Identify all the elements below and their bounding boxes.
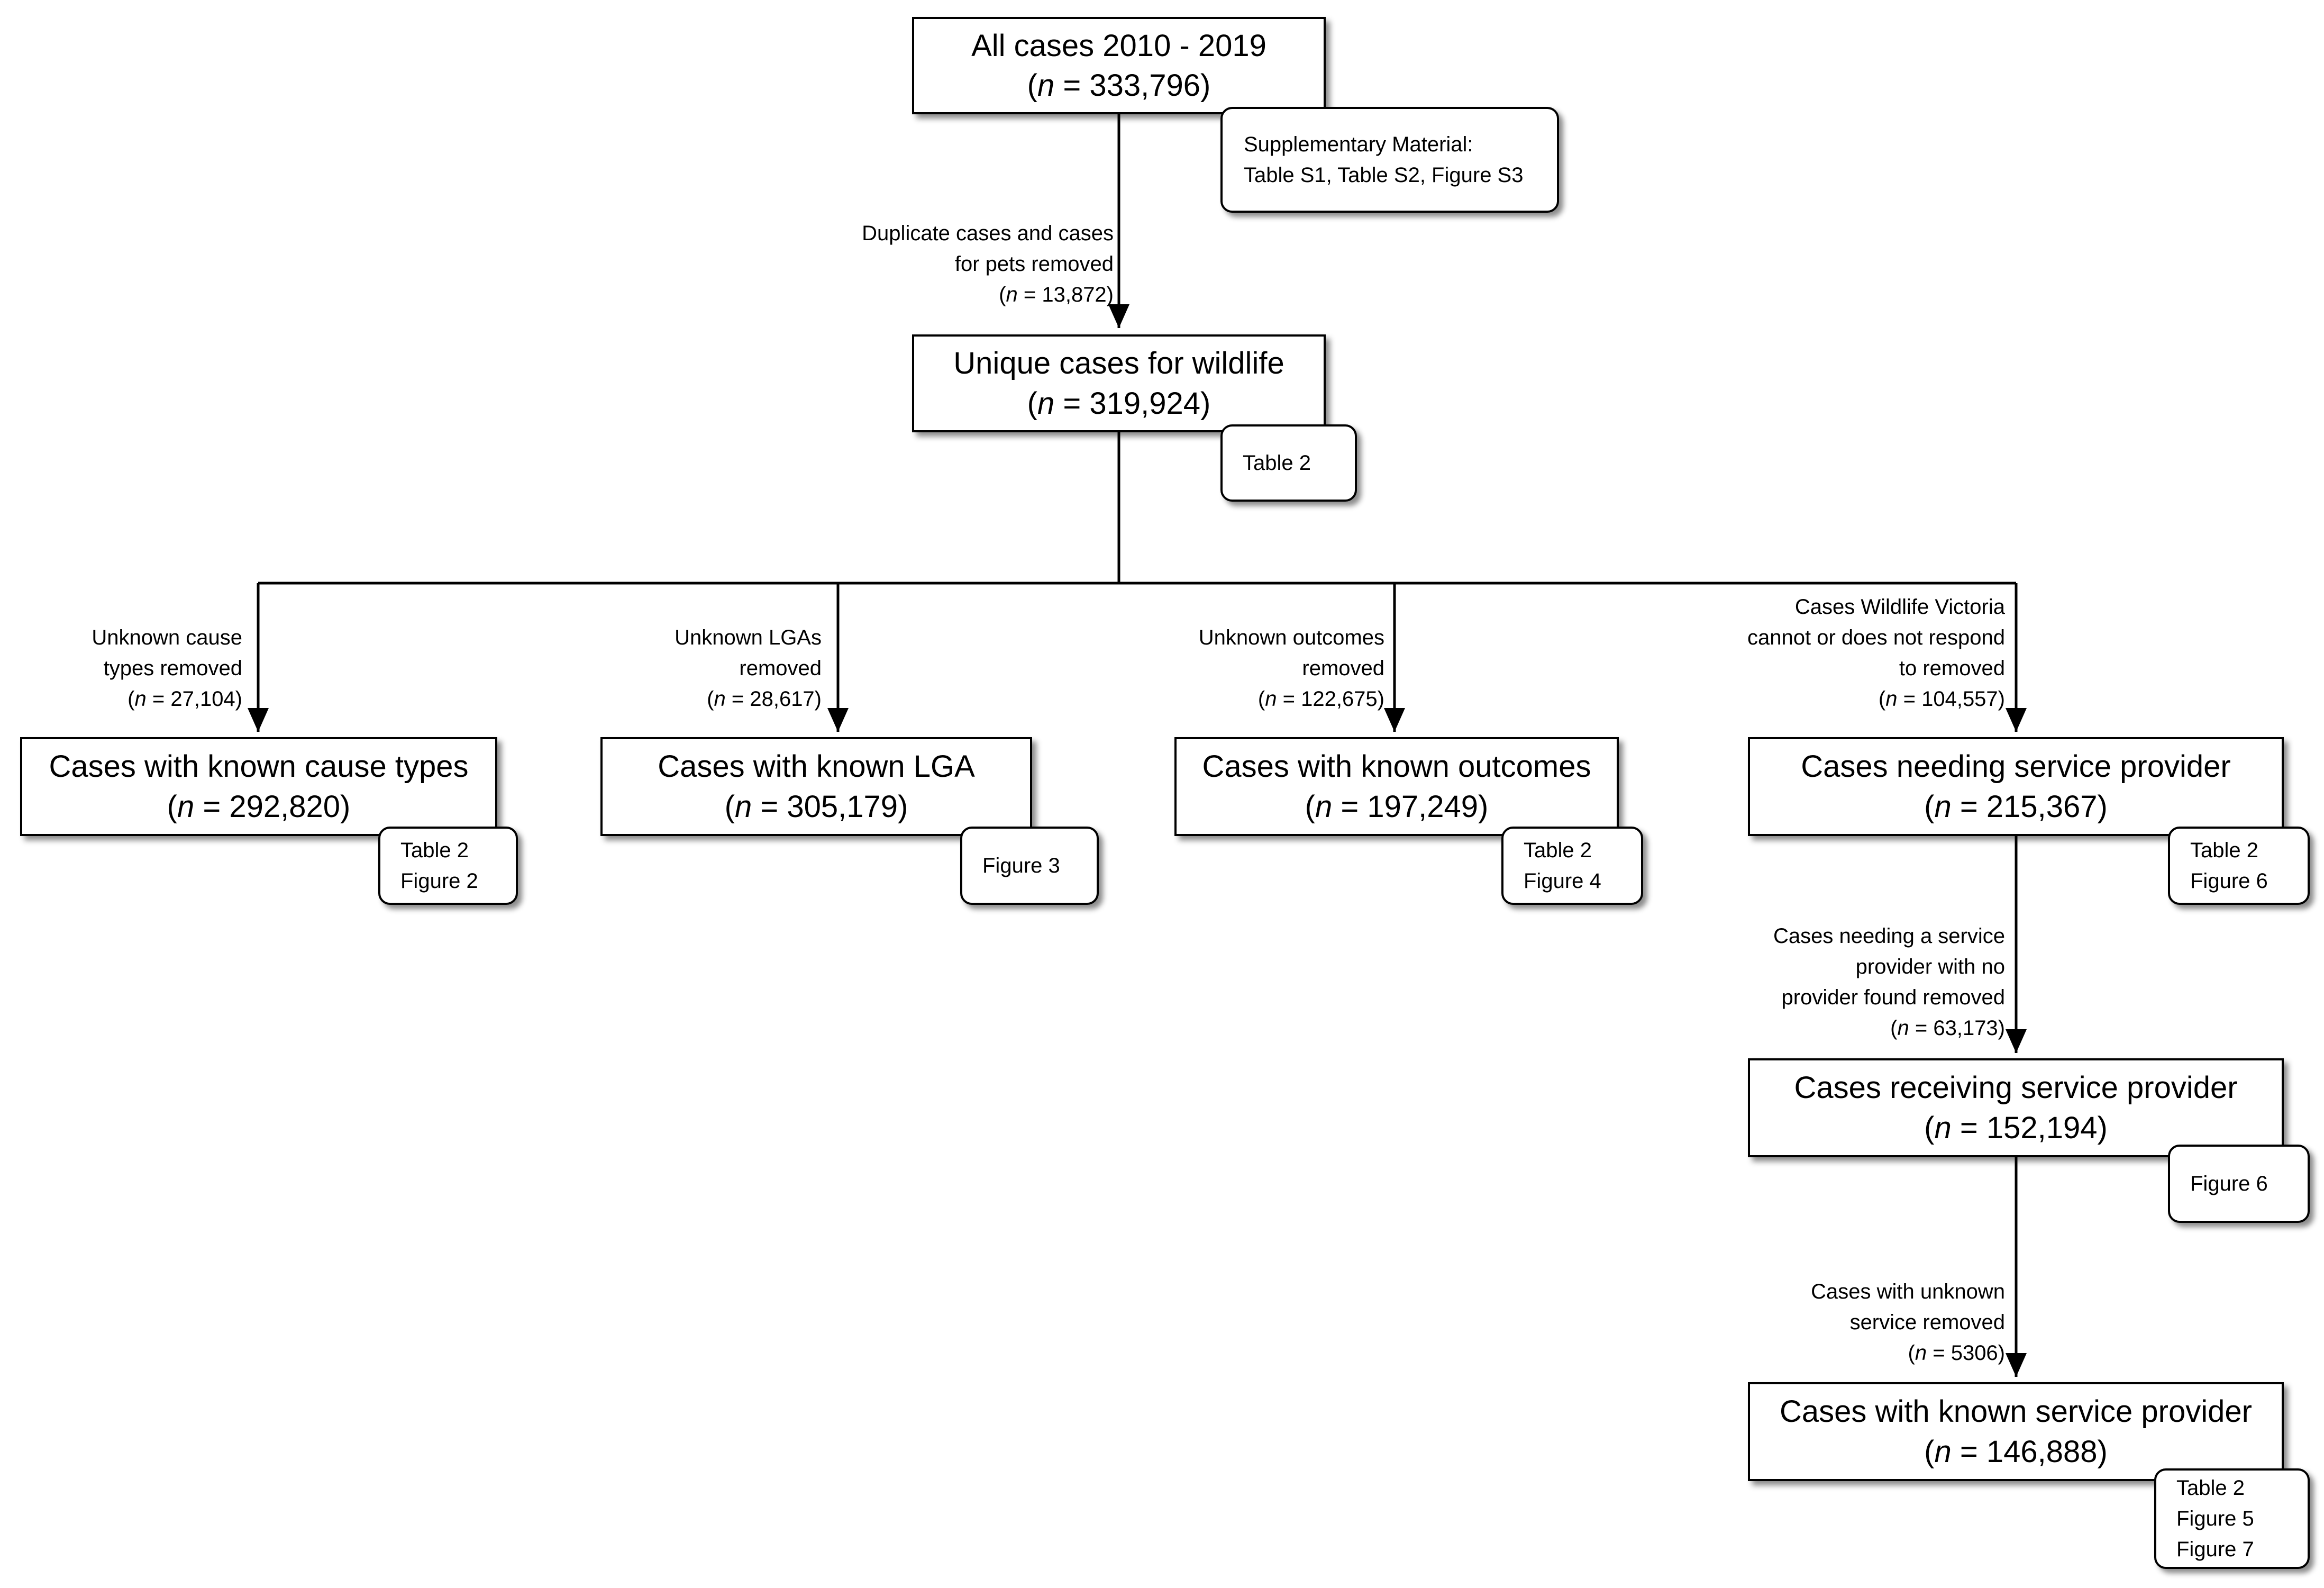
ref-line: Table 2 [1243, 451, 1311, 475]
label-line: cannot or does not respond [1747, 626, 2005, 649]
ref-note-all-cases: Supplementary Material: Table S1, Table … [1220, 107, 1559, 213]
ref-note-receiving: Figure 6 [2168, 1145, 2310, 1223]
ref-line: Figure 6 [2190, 1172, 2268, 1195]
box-count: (n = 333,796) [1027, 68, 1211, 103]
label-line: Cases needing a service [1773, 924, 2005, 948]
label-cause-removed: Unknown cause types removed (n = 27,104) [92, 622, 242, 714]
ref-line: Table 2 [1524, 839, 1592, 862]
label-count: (n = 122,675) [1257, 687, 1384, 711]
ref-line: Figure 2 [400, 869, 478, 893]
box-count: (n = 197,249) [1305, 789, 1489, 824]
label-lga-removed: Unknown LGAs removed (n = 28,617) [675, 622, 822, 714]
label-line: Unknown outcomes [1198, 626, 1384, 649]
box-title: Cases with known cause types [49, 749, 469, 784]
box-known-outcomes: Cases with known outcomes (n = 197,249) [1174, 737, 1619, 836]
box-count: (n = 305,179) [724, 789, 908, 824]
box-title: Unique cases for wildlife [953, 346, 1284, 381]
label-count: (n = 27,104) [127, 687, 242, 711]
ref-line: Table 2 [2190, 839, 2258, 862]
box-title: Cases with known LGA [658, 749, 975, 784]
box-count: (n = 215,367) [1924, 789, 2108, 824]
box-count: (n = 152,194) [1924, 1110, 2108, 1145]
box-title: Cases receiving service provider [1794, 1070, 2238, 1105]
box-count: (n = 146,888) [1924, 1434, 2108, 1469]
label-line: Cases with unknown [1811, 1280, 2005, 1303]
box-known-cause: Cases with known cause types (n = 292,82… [20, 737, 497, 836]
label-line: Duplicate cases and cases [862, 222, 1114, 245]
box-unique-cases: Unique cases for wildlife (n = 319,924) [912, 334, 1326, 432]
ref-line: Table 2 [400, 839, 469, 862]
label-duplicates-removed: Duplicate cases and cases for pets remov… [862, 218, 1114, 310]
label-outcomes-removed: Unknown outcomes removed (n = 122,675) [1199, 622, 1384, 714]
label-line: removed [1302, 657, 1384, 680]
ref-line: Figure 4 [1524, 869, 1601, 893]
label-count: (n = 63,173) [1890, 1017, 2005, 1040]
ref-line: Table 2 [2176, 1476, 2245, 1500]
box-known-lga: Cases with known LGA (n = 305,179) [600, 737, 1032, 836]
label-line: provider found removed [1781, 986, 2005, 1009]
label-line: removed [739, 657, 822, 680]
ref-line: Supplementary Material: [1244, 133, 1473, 156]
label-line: Unknown cause [92, 626, 242, 649]
ref-note-lga: Figure 3 [960, 827, 1099, 905]
box-needing-provider: Cases needing service provider (n = 215,… [1748, 737, 2284, 836]
label-line: service removed [1849, 1311, 2005, 1334]
label-line: Unknown LGAs [675, 626, 822, 649]
label-line: to removed [1899, 657, 2005, 680]
label-count: (n = 28,617) [707, 687, 822, 711]
ref-note-known-sp: Table 2 Figure 5 Figure 7 [2154, 1468, 2310, 1569]
box-receiving-provider: Cases receiving service provider (n = 15… [1748, 1058, 2284, 1157]
ref-line: Figure 6 [2190, 869, 2268, 893]
ref-note-cause: Table 2 Figure 2 [378, 827, 518, 905]
label-count: (n = 13,872) [999, 283, 1114, 306]
box-title: Cases with known outcomes [1202, 749, 1591, 784]
label-count: (n = 104,557) [1878, 687, 2005, 711]
label-no-provider-removed: Cases needing a service provider with no… [1773, 921, 2005, 1043]
ref-note-needing: Table 2 Figure 6 [2168, 827, 2310, 905]
ref-note-unique: Table 2 [1220, 424, 1357, 502]
ref-line: Figure 7 [2176, 1538, 2254, 1561]
box-count: (n = 292,820) [167, 789, 351, 824]
label-line: types removed [103, 657, 242, 680]
label-unknown-service-removed: Cases with unknown service removed (n = … [1811, 1276, 2005, 1368]
ref-line: Figure 3 [982, 854, 1060, 877]
label-line: for pets removed [954, 252, 1114, 276]
ref-line: Figure 5 [2176, 1507, 2254, 1530]
ref-line: Table S1, Table S2, Figure S3 [1244, 164, 1524, 187]
label-line: provider with no [1855, 955, 2005, 978]
label-count: (n = 5306) [1908, 1341, 2005, 1365]
box-known-service-provider: Cases with known service provider (n = 1… [1748, 1382, 2284, 1481]
box-title: All cases 2010 - 2019 [971, 28, 1266, 63]
box-title: Cases with known service provider [1780, 1394, 2252, 1429]
box-count: (n = 319,924) [1027, 386, 1211, 421]
ref-note-outcomes: Table 2 Figure 4 [1501, 827, 1643, 905]
box-title: Cases needing service provider [1801, 749, 2231, 784]
label-line: Cases Wildlife Victoria [1794, 595, 2005, 619]
label-respond-removed: Cases Wildlife Victoria cannot or does n… [1747, 592, 2005, 714]
box-all-cases: All cases 2010 - 2019 (n = 333,796) [912, 17, 1326, 114]
